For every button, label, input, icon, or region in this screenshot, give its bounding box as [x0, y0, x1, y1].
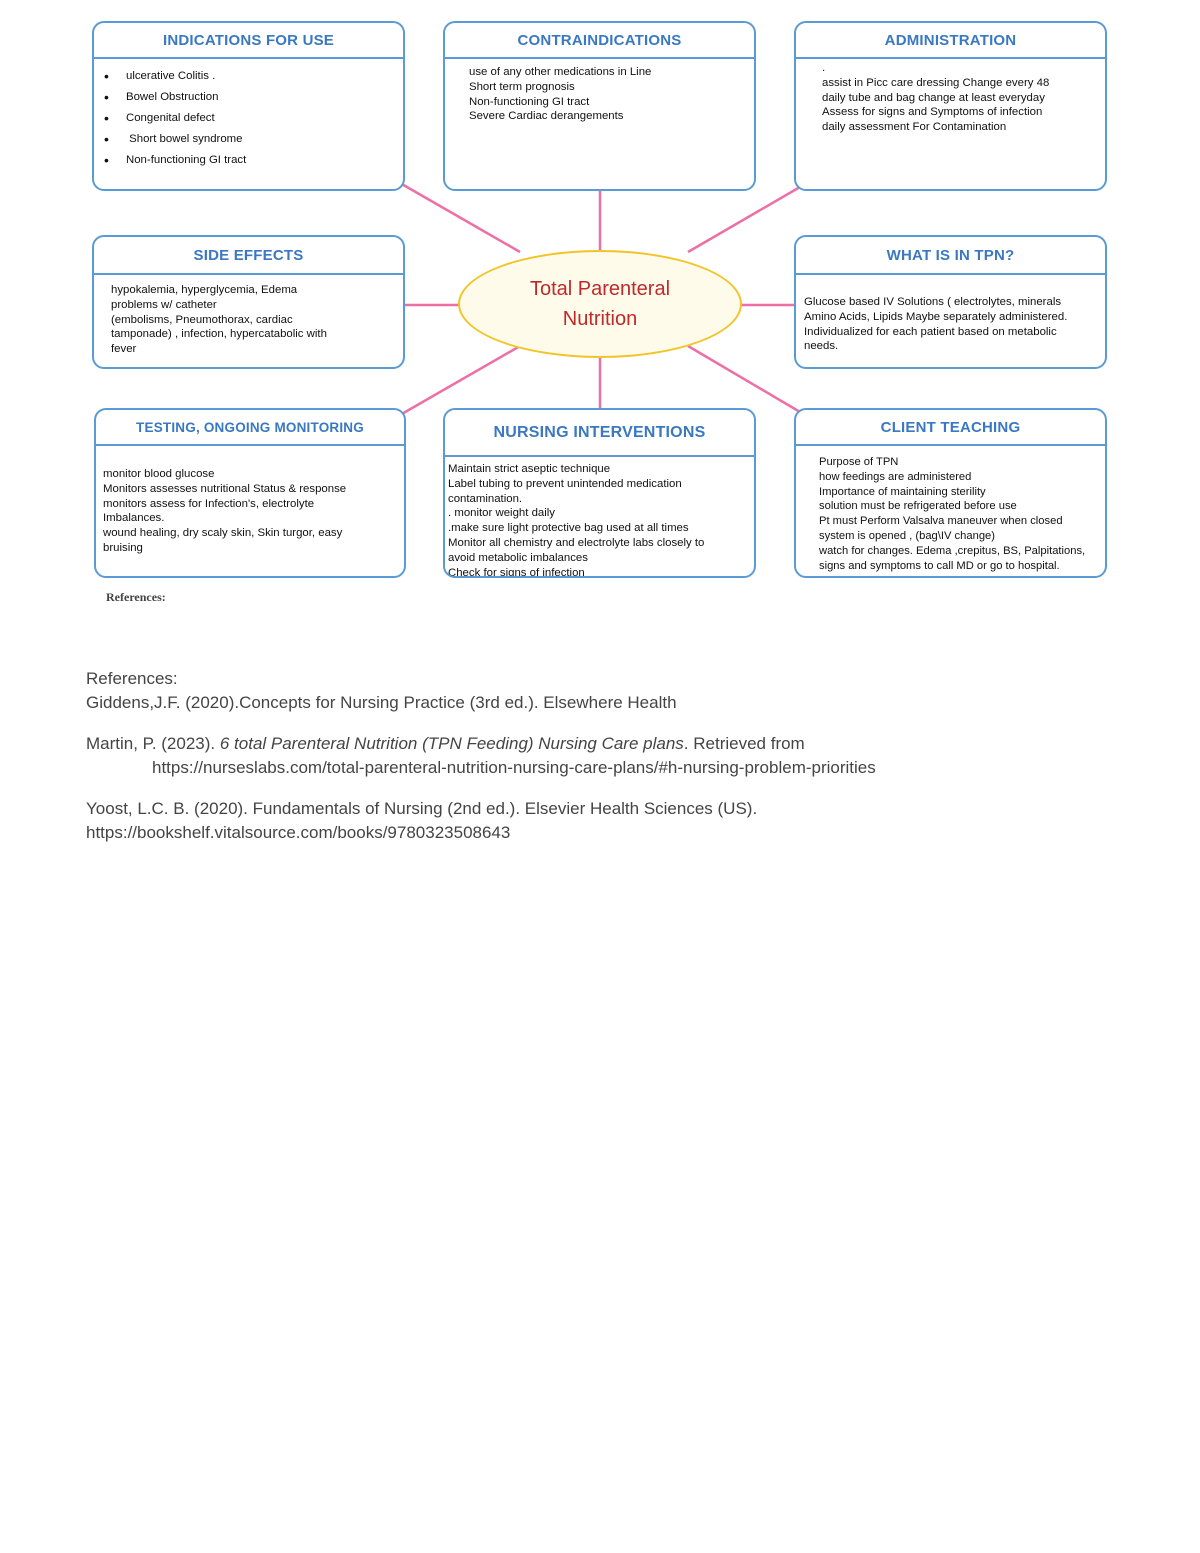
contraindications-text: use of any other medications in Line Sho…: [469, 66, 652, 123]
nursing-interventions-title: NURSING INTERVENTIONS: [445, 410, 754, 457]
contraindications-box: CONTRAINDICATIONS use of any other medic…: [443, 21, 756, 191]
connector-indications: [399, 181, 521, 254]
client-teaching-box: CLIENT TEACHING Purpose of TPN how feedi…: [794, 408, 1107, 578]
list-item: Non-functioning GI tract: [94, 150, 403, 171]
testing-text: monitor blood glucose Monitors assesses …: [103, 468, 347, 554]
reference-martin-url[interactable]: https://nurseslabs.com/total-parenteral-…: [152, 758, 876, 777]
client-teaching-text: Purpose of TPN how feedings are administ…: [819, 456, 1086, 572]
center-topic: Total Parenteral Nutrition: [458, 250, 742, 358]
references-section: References: Giddens,J.F. (2020).Concepts…: [86, 667, 1146, 862]
references-heading: References:: [86, 669, 178, 688]
contraindications-title: CONTRAINDICATIONS: [445, 23, 754, 59]
side-effects-text: hypokalemia, hyperglycemia, Edema proble…: [111, 284, 327, 356]
connector-lines: [399, 181, 801, 417]
list-item: Bowel Obstruction: [94, 87, 403, 108]
connector-testing: [399, 344, 521, 417]
diagram-references-label: References:: [106, 590, 166, 604]
administration-text: . assist in Picc care dressing Change ev…: [822, 62, 1050, 134]
center-title: Total Parenteral Nutrition: [529, 278, 671, 330]
list-item: ulcerative Colitis .: [94, 66, 403, 87]
reference-martin-author: Martin, P. (2023).: [86, 734, 220, 753]
whats-in-tpn-text: Glucose based IV Solutions ( electrolyte…: [804, 296, 1068, 353]
nursing-interventions-box: NURSING INTERVENTIONS Maintain strict as…: [443, 408, 756, 578]
indications-box: INDICATIONS FOR USE ulcerative Colitis .…: [92, 21, 405, 191]
reference-martin-retrieved: . Retrieved from: [683, 734, 805, 753]
testing-title: TESTING, ONGOING MONITORING: [96, 410, 404, 446]
whats-in-tpn-box: WHAT IS IN TPN? Glucose based IV Solutio…: [794, 235, 1107, 369]
list-item: Short bowel syndrome: [94, 129, 403, 150]
administration-title: ADMINISTRATION: [796, 23, 1105, 59]
reference-martin-title: 6 total Parenteral Nutrition (TPN Feedin…: [219, 734, 684, 753]
connector-administration: [687, 185, 801, 254]
reference-martin: Martin, P. (2023). 6 total Parenteral Nu…: [86, 732, 1146, 780]
reference-yoost-text: Yoost, L.C. B. (2020). Fundamentals of N…: [86, 799, 758, 818]
indications-title: INDICATIONS FOR USE: [94, 23, 403, 59]
administration-box: ADMINISTRATION . assist in Picc care dre…: [794, 21, 1107, 191]
reference-yoost: Yoost, L.C. B. (2020). Fundamentals of N…: [86, 797, 1146, 845]
connector-teaching: [687, 344, 801, 414]
reference-giddens: Giddens,J.F. (2020).Concepts for Nursing…: [86, 693, 677, 712]
side-effects-title: SIDE EFFECTS: [94, 237, 403, 275]
indications-list: ulcerative Colitis . Bowel Obstruction C…: [94, 59, 403, 171]
side-effects-box: SIDE EFFECTS hypokalemia, hyperglycemia,…: [92, 235, 405, 369]
whats-in-tpn-title: WHAT IS IN TPN?: [796, 237, 1105, 275]
client-teaching-title: CLIENT TEACHING: [796, 410, 1105, 446]
testing-box: TESTING, ONGOING MONITORING monitor bloo…: [94, 408, 406, 578]
list-item: Congenital defect: [94, 108, 403, 129]
nursing-interventions-text: Maintain strict aseptic technique Label …: [448, 463, 705, 578]
reference-yoost-url[interactable]: https://bookshelf.vitalsource.com/books/…: [86, 823, 511, 842]
